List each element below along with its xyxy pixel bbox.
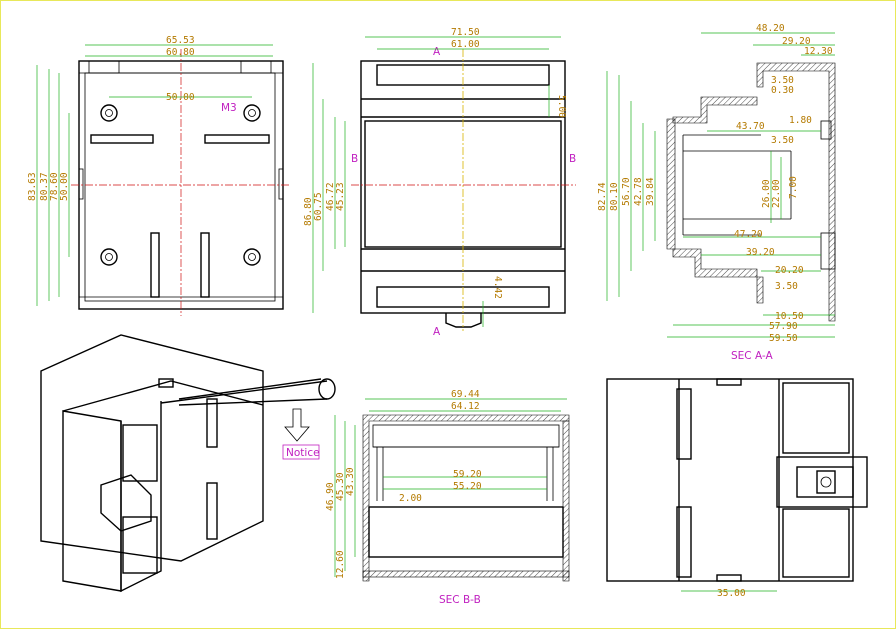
screw-hole [100,104,118,122]
aa-depth-39: 39.20 [746,247,775,258]
front-hole-label: M3 [221,102,237,114]
aa-depth-20: 20.20 [775,265,804,276]
aa-small-4: 3.50 [771,135,794,146]
front-width-outer: 65.53 [166,35,195,46]
section-marker-b-right: B [569,153,576,165]
side-height-4: 45.23 [335,182,346,211]
aa-depth-43: 43.70 [736,121,765,132]
side-height-1: 86.80 [303,197,314,226]
front-height-3: 78.60 [49,172,60,201]
aa-width-57: 57.90 [769,321,798,332]
aa-small-1: 3.50 [771,75,794,86]
side-view: A A B B 71.50 61.00 86.80 60.75 46.72 45… [303,27,576,338]
bb-width-5: 2.00 [399,493,422,504]
back-width: 35.00 [717,588,746,599]
aa-depth-47: 47.20 [734,229,763,240]
screw-hole [243,248,261,266]
bb-height-4: 12.60 [335,550,346,579]
screw-hole [243,104,261,122]
aa-small-3: 1.80 [789,115,812,126]
front-width-inner: 60.80 [166,47,195,58]
aa-inner-3: 7.00 [788,176,799,199]
bb-caption: SEC B-B [439,594,481,606]
aa-inner-1: 26.00 [761,179,772,208]
aa-small-2: 0.30 [771,85,794,96]
aa-inner-2: 22.00 [771,179,782,208]
front-hole-spacing: 50.00 [166,92,195,103]
aa-width-10: 10.50 [775,311,804,322]
section-aa: 48.20 29.20 12.30 3.50 0.30 1.80 3.50 43… [597,23,836,362]
aa-height-2: 80.10 [609,182,620,211]
side-top-offset: 5.00 [556,95,567,118]
bb-width-3: 59.20 [453,469,482,480]
section-bb: 69.44 64.12 59.20 55.20 2.00 46.90 45.30… [325,389,570,606]
screw-hole [100,248,118,266]
side-height-2: 60.75 [313,192,324,221]
bb-width-2: 64.12 [451,401,480,412]
aa-width-1: 48.20 [756,23,785,34]
isometric-view: Notice [40,334,336,593]
bb-width-1: 69.44 [451,389,480,400]
aa-height-3: 56.70 [621,177,632,206]
notice-label: Notice [286,447,320,459]
section-marker-b-left: B [351,153,358,165]
aa-caption: SEC A-A [731,350,773,362]
section-marker-a-top: A [433,46,441,58]
back-view: 35.00 [606,378,868,599]
section-marker-a-bottom: A [433,326,441,338]
aa-height-1: 82.74 [597,182,608,211]
aa-height-4: 42.78 [633,177,644,206]
bb-height-2: 45.30 [335,472,346,501]
aa-width-59: 59.50 [769,333,798,344]
aa-width-3: 12.30 [804,46,833,57]
bb-width-4: 55.20 [453,481,482,492]
front-height-4: 50.00 [59,172,70,201]
front-height-2: 80.37 [39,172,50,201]
aa-height-5: 39.84 [645,177,656,206]
bb-height-1: 46.90 [325,482,336,511]
aa-small-bottom: 3.50 [775,281,798,292]
side-width-outer: 71.50 [451,27,480,38]
bb-height-3: 43.30 [345,467,356,496]
front-view: 65.53 60.80 50.00 M3 83.63 80.37 78.60 5… [27,35,291,316]
side-width-inner: 61.00 [451,39,480,50]
aa-width-2: 29.20 [782,36,811,47]
side-height-3: 46.72 [325,182,336,211]
front-height-1: 83.63 [27,172,38,201]
side-clip-height: 4.42 [492,276,503,299]
